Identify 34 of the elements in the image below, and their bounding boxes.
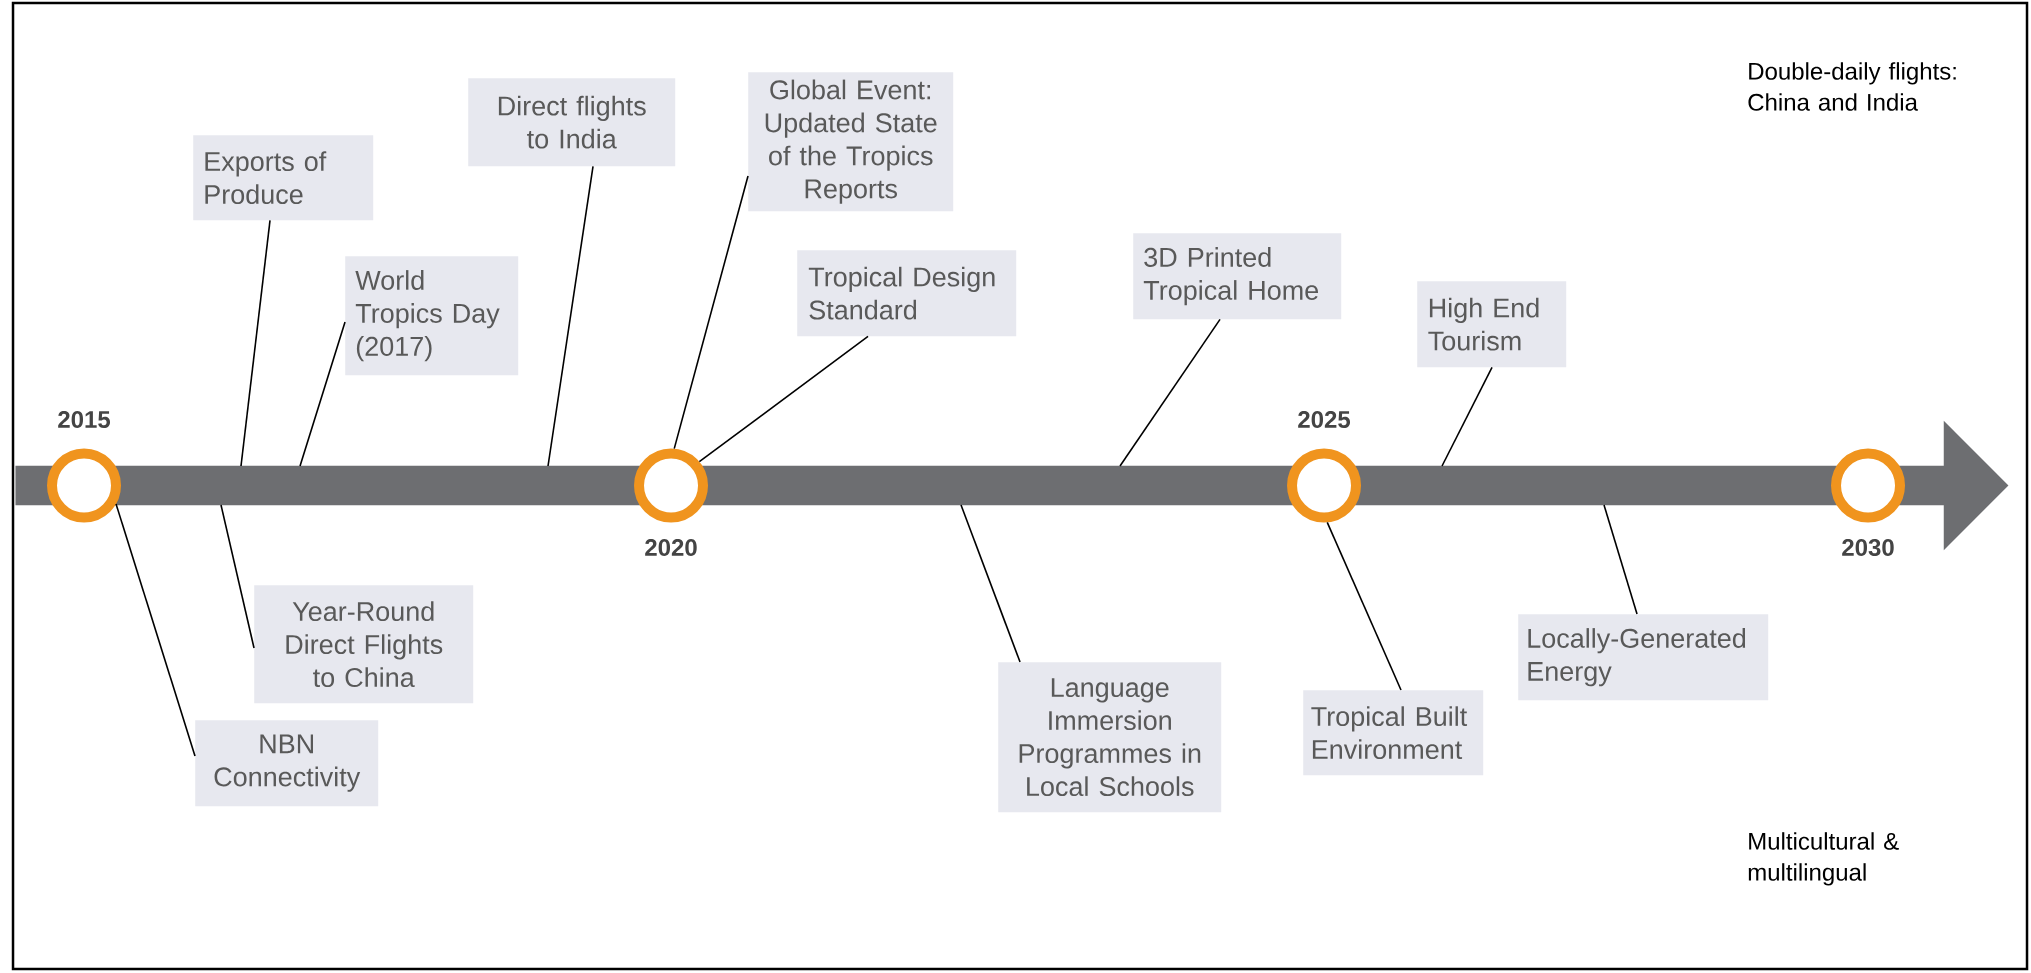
note-text: Double-daily flights: China and India [1748,62,1956,111]
year-label: 2015 [58,411,110,428]
leader-line [698,335,869,463]
milestone-box: Direct flights to India [468,78,676,167]
leader-line [1603,504,1638,615]
milestone-box: Tropical Built Environment [1303,690,1484,776]
leader-line [1326,521,1402,691]
milestone-circle [47,448,121,523]
year-label: 2030 [1842,539,1894,556]
note-text: Multicultural & multilingual [1748,832,1899,886]
leader-line [673,175,749,450]
year-label: 2025 [1298,411,1350,428]
leader-line [299,321,346,467]
milestone-box: NBN Connectivity [195,720,379,807]
milestone-box: High End Tourism [1417,281,1567,368]
milestone-box: World Tropics Day (2017) [345,256,519,376]
leader-line [1441,366,1493,467]
year-label: 2020 [645,539,697,556]
milestone-box: Exports of Produce [193,135,374,221]
leader-line [220,504,255,649]
milestone-circle [634,448,708,523]
milestone-box: Tropical Design Standard [797,250,1017,337]
milestone-box: Language Immersion Programmes in Local Schools [998,662,1222,813]
milestone-box: 3D Printed Tropical Home [1133,233,1342,320]
milestone-box: Global Event: Updated State of the Tropics Reports [748,72,954,212]
leader-line [960,504,1021,663]
milestone-circle [1287,448,1361,523]
leader-line [115,503,196,757]
leader-line [240,219,271,467]
leader-line [547,165,594,467]
leader-line [1119,318,1221,467]
milestone-box: Year-Round Direct Flights to China [254,585,474,704]
milestone-circle [1831,448,1905,523]
milestone-box: Locally-Generated Energy [1518,614,1769,701]
